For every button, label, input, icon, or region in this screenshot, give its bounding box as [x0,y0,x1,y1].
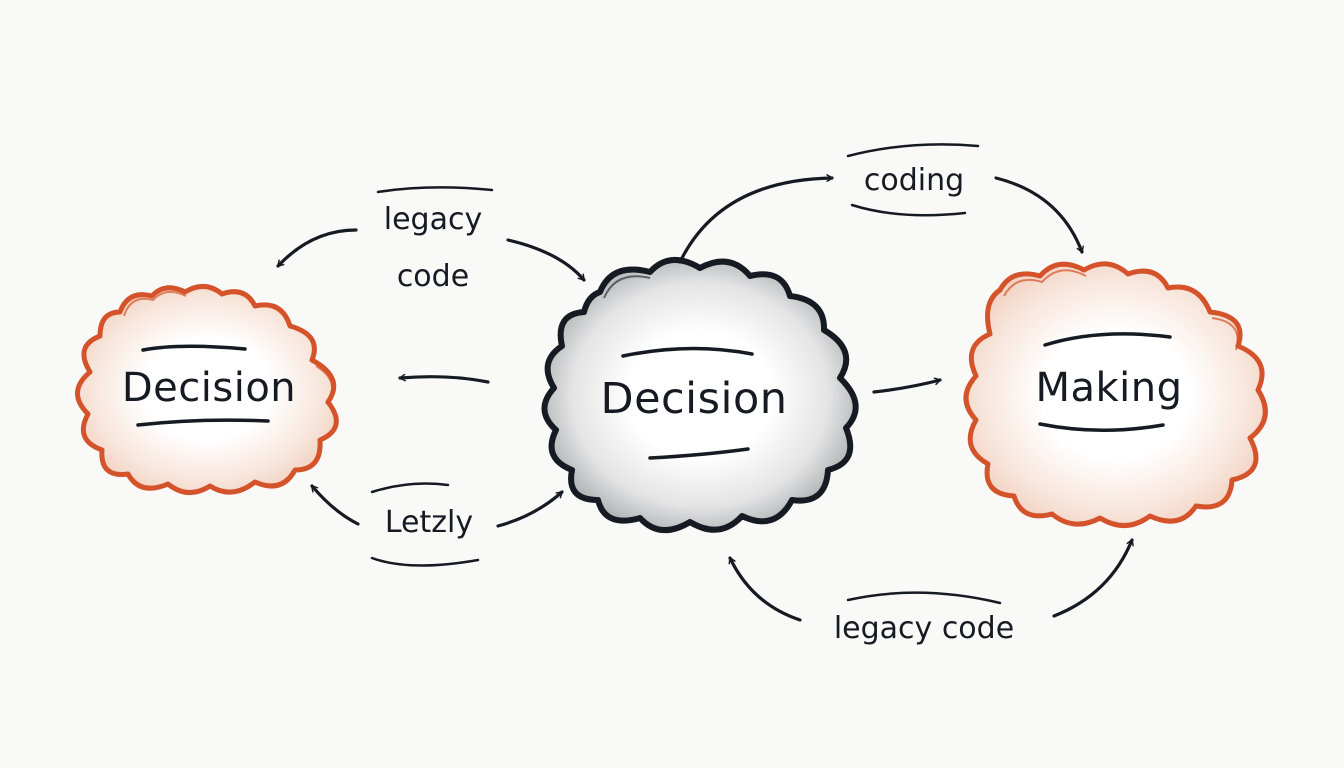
arrow-coding-to-center [678,174,834,264]
node-right-making [963,261,1268,528]
edge-label-top-left-line2: code [396,259,470,294]
node-label-center: Decision [600,374,788,424]
arrow-legacy-to-left [276,228,358,268]
top-left-label-overline [376,186,494,194]
bottom-right-label-overline [846,591,1002,605]
cloud-shape-left [75,284,339,495]
underline [136,418,270,427]
arrow-legacy-bottom-to-center [728,556,802,622]
overline [141,344,247,352]
bottom-left-label-overline [370,482,450,494]
top-right-label-overline [846,143,980,158]
edge-label-top-left-line1: legacy [383,202,483,237]
node-label-right: Making [1035,365,1183,411]
arrow-legacy-to-center [506,238,586,282]
arrow-center-to-left [398,373,490,384]
edge-label-bottom-right: legacy code [833,611,1015,646]
edge-label-top-right: coding [863,163,965,198]
arrow-letzly-to-left [310,484,360,526]
cloud-shape-right [963,261,1268,528]
top-right-label-underline [850,203,967,217]
node-center-decision [541,257,859,533]
cloud-shape-center [541,257,859,533]
arrow-letzly-to-center [496,490,564,528]
underline [1038,422,1165,432]
underline [648,447,750,460]
arrow-legacy-bottom-to-right [1052,538,1134,618]
node-left-decision [75,284,339,495]
arrow-coding-to-right [994,176,1084,254]
arrow-center-to-right [872,377,942,394]
node-label-left: Decision [121,365,297,411]
overline [621,346,754,358]
edge-label-bottom-left: Letzly [384,505,474,540]
overline [1043,332,1172,347]
bottom-left-label-underline [370,556,480,567]
